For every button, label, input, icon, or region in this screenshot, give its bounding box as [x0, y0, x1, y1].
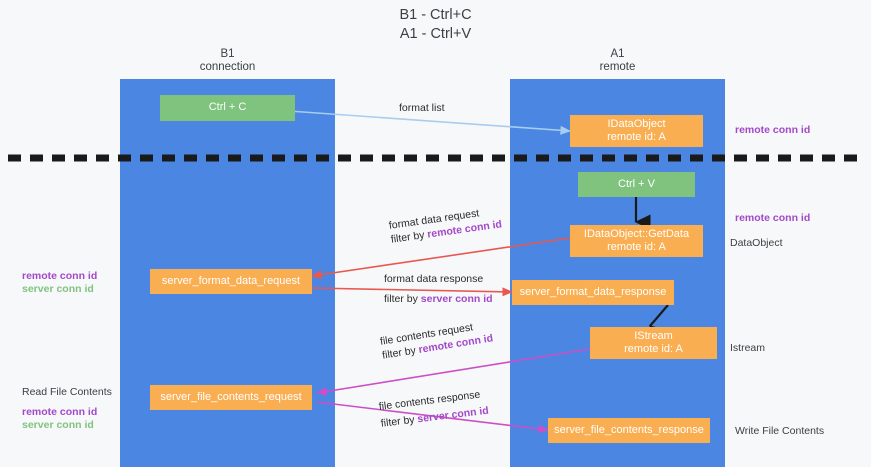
lane-a1-subtitle: remote: [599, 61, 636, 73]
right-label-dataobject: DataObject: [730, 237, 783, 249]
left-label-server-conn-id-2: server conn id: [22, 419, 94, 431]
node-server-file-contents-request-label: server_file_contents_request: [160, 390, 302, 403]
lane-header-b1: B1 connection: [120, 48, 335, 74]
edge-format-data-response: [311, 287, 513, 297]
right-label-write-file-contents: Write File Contents: [735, 425, 825, 437]
node-server-file-contents-response[interactable]: server_file_contents_response: [548, 418, 710, 443]
title-line-2: A1 - Ctrl+V: [399, 26, 472, 42]
node-idataobject-line1: IDataObject: [607, 117, 666, 130]
left-label-read-file-contents: Read File Contents: [22, 386, 112, 398]
node-getdata-line1: IDataObject::GetData: [583, 227, 690, 240]
node-istream-line2: remote id: A: [624, 343, 683, 355]
node-server-format-data-request-label: server_format_data_request: [161, 274, 301, 287]
keyword-server-conn-id-1: server conn id: [420, 293, 493, 305]
filter-prefix-2: filter by: [384, 293, 421, 305]
node-getdata[interactable]: IDataObject::GetData remote id: A: [570, 225, 703, 257]
right-label-remote-conn-id-top: remote conn id: [735, 124, 811, 136]
node-istream[interactable]: IStream remote id: A: [590, 327, 717, 359]
left-label-remote-conn-id-2: remote conn id: [22, 406, 98, 418]
right-label-istream: Istream: [730, 342, 766, 354]
node-idataobject-line2: remote id: A: [607, 131, 666, 143]
node-ctrl-v-label: Ctrl + V: [618, 177, 655, 190]
node-ctrl-c[interactable]: Ctrl + C: [160, 95, 295, 121]
node-istream-line1: IStream: [634, 329, 673, 342]
node-server-file-contents-request[interactable]: server_file_contents_request: [150, 385, 312, 410]
lane-b1-title: B1: [220, 48, 235, 60]
edge-file-contents-request: [316, 348, 591, 396]
edge-format-list: [274, 109, 571, 135]
lane-a1-title: A1: [610, 48, 625, 60]
node-server-format-data-request[interactable]: server_format_data_request: [150, 269, 312, 294]
edge-label-format-list: format list: [399, 102, 445, 114]
lane-b1-subtitle: connection: [199, 61, 256, 73]
edge-response-to-istream: [648, 304, 669, 342]
diagram-title: B1 - Ctrl+C A1 - Ctrl+V: [0, 6, 871, 44]
edge-label-format-data-response-line1: format data response: [384, 273, 484, 285]
right-label-remote-conn-id-mid: remote conn id: [735, 212, 811, 224]
node-server-format-data-response-label: server_format_data_response: [519, 285, 667, 298]
node-server-file-contents-response-label: server_file_contents_response: [554, 423, 704, 436]
node-ctrl-c-label: Ctrl + C: [208, 101, 247, 114]
left-label-remote-conn-id: remote conn id: [22, 270, 98, 282]
lane-header-a1: A1 remote: [510, 48, 725, 74]
edge-format-data-request: [311, 237, 571, 280]
left-label-server-conn-id: server conn id: [22, 283, 94, 295]
node-ctrl-v[interactable]: Ctrl + V: [578, 172, 695, 197]
edge-label-format-data-response-line2: filter by server conn id: [384, 292, 493, 306]
node-getdata-line2: remote id: A: [607, 241, 666, 253]
node-idataobject[interactable]: IDataObject remote id: A: [570, 115, 703, 147]
node-server-format-data-response[interactable]: server_format_data_response: [512, 280, 674, 305]
edge-label-format-data-response: format data response filter by server co…: [384, 272, 493, 306]
edge-file-contents-response: [316, 401, 549, 434]
title-line-1: B1 - Ctrl+C: [399, 7, 472, 23]
